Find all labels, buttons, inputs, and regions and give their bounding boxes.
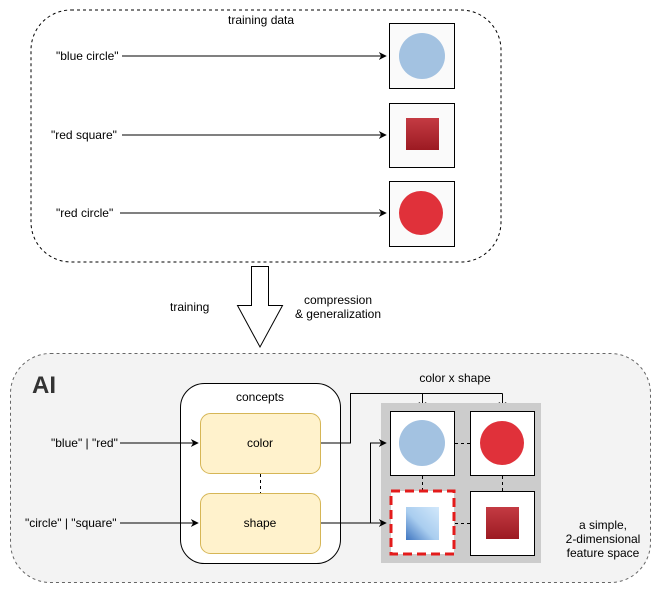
input-color-label: "blue" | "red" (51, 436, 118, 450)
feature-space-caption-line3: feature space (566, 546, 640, 560)
red-square-icon (406, 118, 439, 150)
transition-training-label: training (170, 300, 210, 314)
training-data-title: training data (228, 13, 295, 27)
grid-cell-red-square (470, 491, 535, 556)
transition-generalization-label: & generalization (294, 307, 382, 321)
training-image-red-square (389, 103, 455, 168)
concept-color-label: color (246, 436, 273, 450)
training-label-red-circle: "red circle" (56, 206, 114, 220)
training-image-blue-circle (389, 23, 455, 89)
feature-space-header: color x shape (419, 371, 491, 385)
feature-space-caption-line2: 2-dimensional (565, 532, 641, 546)
blue-circle-icon (399, 33, 445, 79)
grid-cell-blue-circle (390, 411, 455, 476)
grid-cell-red-circle (470, 411, 535, 476)
red-circle-icon (399, 191, 443, 235)
training-down-arrow-icon (236, 266, 284, 349)
transition-compression-label: compression (303, 293, 373, 307)
red-circle-icon (480, 421, 524, 465)
concept-shape-label: shape (243, 516, 277, 530)
grid-cell-blue-square-novel (389, 489, 456, 556)
input-shape-label: "circle" | "square" (25, 516, 117, 530)
training-label-red-square: "red square" (51, 128, 117, 142)
color-connector (321, 393, 503, 444)
feature-space-caption-line1: a simple, (578, 518, 628, 532)
concept-shape-box (200, 493, 321, 554)
concepts-title: concepts (235, 390, 285, 404)
blue-square-icon (406, 507, 439, 540)
blue-circle-icon (399, 420, 445, 466)
training-image-red-circle (389, 181, 455, 247)
ai-title: AI (32, 372, 56, 399)
red-square-icon (486, 507, 519, 539)
training-label-blue-circle: "blue circle" (56, 49, 119, 63)
training-data-container (30, 9, 502, 263)
shape-connector-branch (370, 439, 387, 523)
concept-color-box (200, 413, 321, 474)
